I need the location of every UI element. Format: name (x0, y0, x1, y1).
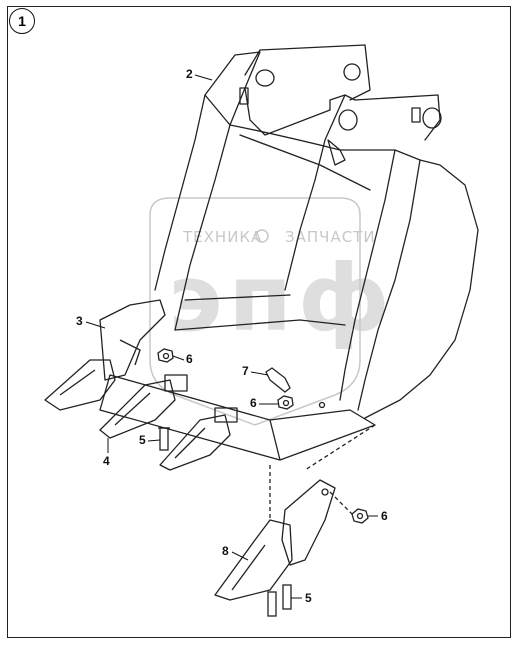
nut-6c (351, 508, 369, 524)
tooth-left (44, 359, 116, 411)
callout-6c: 6 (381, 509, 388, 523)
callout-5b: 5 (305, 591, 312, 605)
teeth-on-bucket (44, 299, 238, 471)
tooth-adapter-3 (99, 299, 166, 381)
tooth-8 (214, 519, 293, 601)
callout-3: 3 (76, 314, 83, 328)
watermark-frame (149, 197, 361, 426)
callout-2: 2 (186, 67, 193, 81)
figure-index-badge: 1 (9, 8, 35, 34)
callout-6a: 6 (186, 352, 193, 366)
callout-6b: 6 (250, 396, 257, 410)
callout-5a: 5 (139, 433, 146, 447)
bolt-7 (265, 367, 291, 393)
fasteners (157, 348, 369, 617)
bolt-plate-2 (214, 407, 238, 423)
bucket-body (99, 44, 479, 461)
exploded-tooth-assembly (214, 424, 376, 601)
drawing-frame (7, 6, 511, 638)
bolt-5b-right (282, 584, 292, 610)
bolt-plate-1 (164, 374, 188, 392)
watermark-right-text: ЗАПЧАСТИ (285, 228, 376, 246)
callout-4: 4 (103, 454, 110, 468)
figure-index-label: 1 (18, 13, 26, 29)
watermark-gear-icon (255, 229, 269, 243)
callout-leaders (85, 74, 378, 599)
bolt-5a (159, 427, 169, 451)
tooth-right (159, 414, 231, 471)
callout-8: 8 (222, 544, 229, 558)
callout-7: 7 (242, 364, 249, 378)
watermark-left-text: ТЕХНИКА (183, 228, 263, 246)
tooth-middle (99, 379, 176, 439)
nut-6a (157, 348, 174, 363)
adapter-exploded (281, 479, 336, 566)
bolt-5b-left (267, 591, 277, 617)
nut-6b (277, 395, 294, 410)
